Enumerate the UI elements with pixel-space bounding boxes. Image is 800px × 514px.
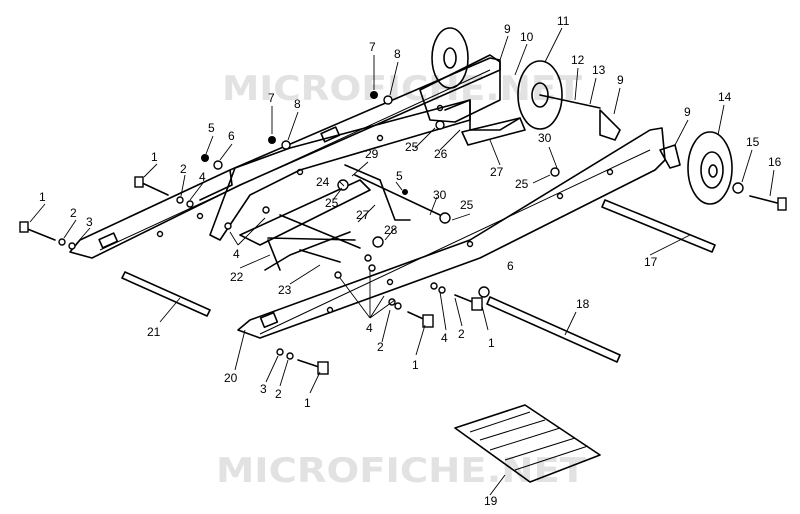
callout-2-e: 2	[275, 387, 282, 401]
callout-25-b: 25	[515, 177, 529, 191]
callout-6-b: 6	[507, 259, 514, 273]
rear-idler-bracket	[419, 54, 526, 146]
callout-12: 12	[571, 53, 585, 67]
callout-30-a: 30	[538, 131, 552, 145]
callout-25-c: 25	[325, 196, 339, 210]
callout-7-a: 7	[369, 40, 376, 54]
callout-2-c: 2	[458, 327, 465, 341]
callout-25-d: 25	[460, 198, 474, 212]
callout-2-b: 2	[180, 162, 187, 176]
callout-5-b: 5	[396, 169, 403, 183]
callout-3-a: 3	[86, 215, 93, 229]
callout-22: 22	[230, 270, 244, 284]
callout-25-a: 25	[405, 140, 419, 154]
callout-9-c: 9	[684, 105, 691, 119]
watermark-top: MICROFICHE.NET	[222, 69, 583, 109]
callout-6-a: 6	[228, 129, 235, 143]
idler-wheels	[431, 27, 733, 205]
front-torque-arm	[239, 179, 371, 271]
callout-3-b: 3	[260, 382, 267, 396]
callout-1-d: 1	[412, 358, 419, 372]
callout-15: 15	[746, 135, 760, 149]
callout-26: 26	[434, 147, 448, 161]
callout-4-a: 4	[199, 170, 206, 184]
callout-4-b: 4	[233, 247, 240, 261]
callout-18: 18	[576, 297, 590, 311]
callout-27-a: 27	[490, 165, 504, 179]
callout-11: 11	[557, 14, 570, 28]
callout-27-b: 27	[356, 208, 370, 222]
callout-21: 21	[147, 325, 161, 339]
callout-30-b: 30	[433, 188, 447, 202]
callout-9-a: 9	[504, 22, 511, 36]
callout-8-b: 8	[294, 97, 301, 111]
callout-29: 29	[365, 147, 379, 161]
callout-9-b: 9	[617, 73, 624, 87]
skid-plate	[454, 404, 601, 483]
callout-20: 20	[224, 371, 238, 385]
callout-24: 24	[316, 175, 330, 189]
callout-16: 16	[768, 155, 782, 169]
lower-slide-rail	[209, 99, 666, 339]
callout-8-a: 8	[394, 47, 401, 61]
callout-5-a: 5	[208, 121, 215, 135]
callout-28: 28	[384, 223, 398, 237]
callout-4-d: 4	[441, 331, 448, 345]
callout-14: 14	[718, 90, 732, 104]
callout-7-b: 7	[268, 91, 275, 105]
callout-1-c: 1	[488, 336, 495, 350]
callout-1-a: 1	[39, 190, 46, 204]
callout-1-b: 1	[151, 150, 158, 164]
callout-13: 13	[592, 63, 606, 77]
callout-2-a: 2	[70, 206, 77, 220]
leader-lines	[29, 27, 775, 496]
callout-1-e: 1	[304, 396, 311, 410]
callout-4-c: 4	[366, 321, 373, 335]
callout-23: 23	[278, 283, 292, 297]
callout-2-d: 2	[377, 340, 384, 354]
callout-10: 10	[520, 30, 534, 44]
callout-17: 17	[644, 255, 658, 269]
callout-19: 19	[484, 494, 498, 508]
callout-labels: 1 1 1 1 1 2 2 2 2 2 3 3 4 4 4 4 5 5 6 6 …	[39, 14, 782, 508]
cross-shafts	[121, 174, 716, 363]
watermark-bottom: MICROFICHE.NET	[216, 451, 587, 491]
hardware	[19, 91, 787, 375]
